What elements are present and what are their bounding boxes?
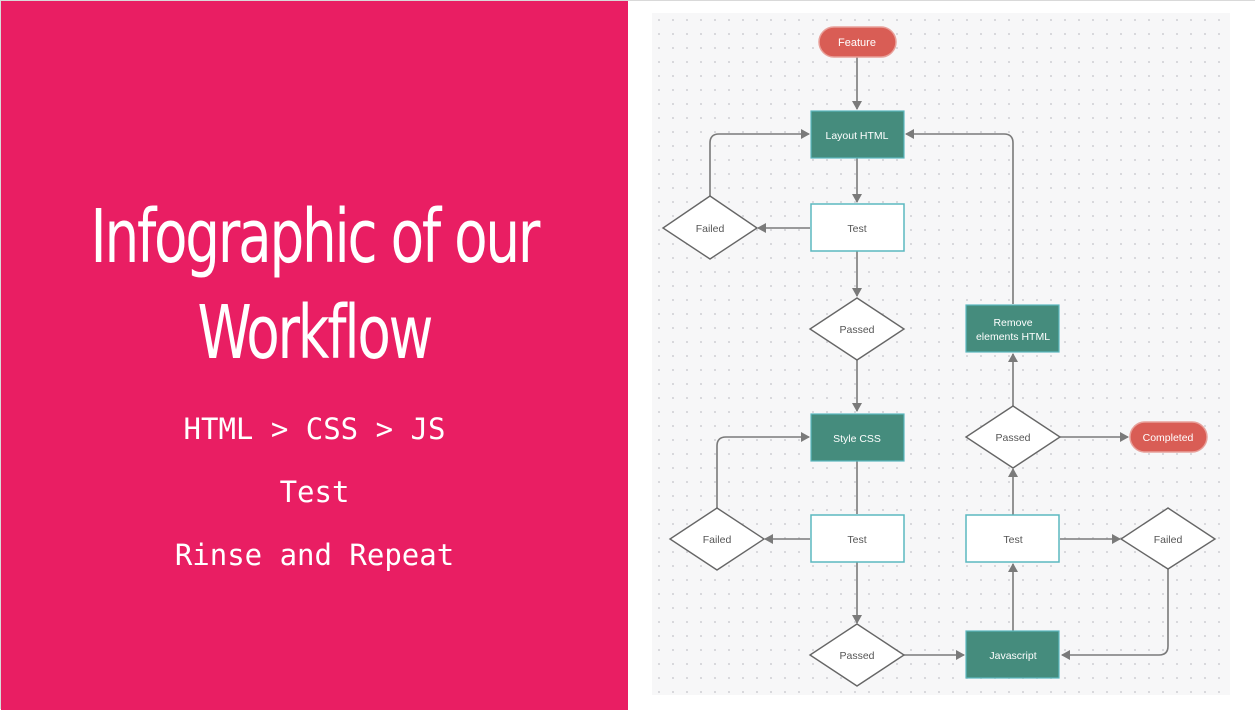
rinse-repeat-text: Rinse and Repeat bbox=[174, 538, 455, 572]
failed-1-label: Failed bbox=[696, 223, 725, 235]
arrow-failed3-to-javascript bbox=[1061, 569, 1169, 660]
failed-decision-1: Failed bbox=[661, 195, 759, 260]
test-step-1: Test bbox=[810, 203, 905, 252]
passed-decision-3: Passed bbox=[964, 405, 1062, 469]
passed-2-label: Passed bbox=[839, 650, 874, 662]
remove-label-line-1: Remove bbox=[993, 317, 1032, 329]
javascript-label: Javascript bbox=[989, 650, 1036, 662]
test-2-label: Test bbox=[847, 534, 866, 546]
style-css-step: Style CSS bbox=[810, 413, 905, 462]
workflow-flowchart: Feature Layout HTML Test Failed Passed bbox=[661, 26, 1217, 687]
test-3-label: Test bbox=[1003, 534, 1022, 546]
passed-3-label: Passed bbox=[995, 432, 1030, 444]
workflow-steps-text: HTML > CSS > JS bbox=[183, 412, 446, 446]
test-step-2: Test bbox=[810, 514, 905, 563]
remove-elements-step: Remove elements HTML bbox=[965, 304, 1060, 353]
passed-decision-1: Passed bbox=[808, 297, 906, 361]
connectors bbox=[709, 57, 1169, 660]
completed-terminal: Completed bbox=[1129, 421, 1208, 453]
title-panel: Infographic of our Workflow HTML > CSS >… bbox=[1, 1, 628, 710]
test-text: Test bbox=[279, 475, 350, 509]
failed-3-label: Failed bbox=[1154, 534, 1183, 546]
feature-label: Feature bbox=[838, 37, 876, 49]
style-css-label: Style CSS bbox=[833, 433, 881, 445]
completed-label: Completed bbox=[1143, 432, 1194, 444]
arrow-remove-to-layout bbox=[905, 129, 1014, 304]
failed-decision-2: Failed bbox=[668, 507, 766, 571]
diagram-canvas bbox=[652, 13, 1230, 695]
test-1-label: Test bbox=[847, 223, 866, 235]
feature-terminal: Feature bbox=[818, 26, 897, 58]
passed-1-label: Passed bbox=[839, 324, 874, 336]
diagram-panel: Feature Layout HTML Test Failed Passed bbox=[628, 1, 1255, 710]
remove-label-line-2: elements HTML bbox=[976, 331, 1050, 343]
slide-title: Infographic of our Workflow bbox=[82, 189, 546, 381]
layout-html-label: Layout HTML bbox=[825, 130, 888, 142]
passed-decision-2: Passed bbox=[808, 623, 906, 687]
title-line-1: Infographic of our bbox=[90, 194, 541, 280]
arrow-failed1-to-layout bbox=[709, 129, 810, 196]
javascript-step: Javascript bbox=[965, 630, 1060, 679]
test-step-3: Test bbox=[965, 514, 1060, 563]
failed-decision-3: Failed bbox=[1119, 507, 1217, 570]
title-line-2: Workflow bbox=[197, 290, 434, 376]
arrow-failed2-to-stylecss bbox=[716, 432, 810, 508]
layout-html-step: Layout HTML bbox=[810, 110, 905, 159]
failed-2-label: Failed bbox=[703, 534, 732, 546]
